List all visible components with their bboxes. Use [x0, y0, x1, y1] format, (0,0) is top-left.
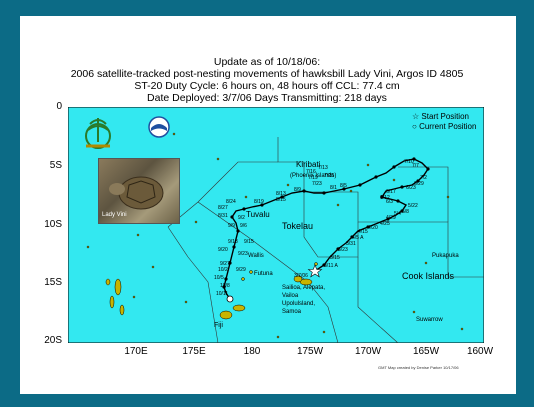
track-date-label: 4/25	[380, 221, 390, 227]
samoa-emblem-icon	[85, 118, 111, 149]
ocean-map: Kiribati (Phoenix Islands) Tokelau Tuval…	[68, 107, 484, 343]
map-credit: GMT Map created by Denise Parker 10/17/0…	[378, 365, 459, 370]
track-date-label: 9/27	[220, 261, 230, 267]
track-date-label: 7/23	[312, 181, 322, 187]
track-date-label: 6/29	[414, 181, 424, 187]
track-date-label: 7/19	[308, 175, 318, 181]
y-tick-5s: 5S	[49, 160, 62, 171]
start-position-marker	[307, 264, 323, 278]
x-tick-160w: 160W	[466, 346, 494, 357]
track-date-label: 7/10	[404, 159, 414, 165]
track-date-label: 9/23	[238, 251, 248, 257]
track-date-label: 6/3	[386, 199, 393, 205]
track-date-label: 5/8	[402, 209, 409, 215]
photo-caption: Lady Vini	[102, 212, 127, 218]
duty-cycle-info: ST-20 Duty Cycle: 6 hours on, 48 hours o…	[134, 80, 400, 92]
label-samoa-4: Samoa	[282, 309, 302, 315]
x-tick-165w: 165W	[412, 346, 440, 357]
track-date-label: 3/15	[330, 255, 340, 261]
x-tick-175e: 175E	[182, 346, 206, 357]
track-date-label: 7/2	[420, 175, 427, 181]
track-date-label: 6/17	[386, 189, 396, 195]
track-date-label: 7/16	[306, 169, 316, 175]
track-date-label: 9/29	[236, 267, 246, 273]
track-date-label: 3/31	[346, 241, 356, 247]
star-icon: ☆	[412, 112, 420, 121]
label-tuvalu: Tuvalu	[246, 210, 270, 219]
label-fiji: Fiji	[214, 322, 223, 329]
track-date-label: 4/15	[358, 229, 368, 235]
track-date-label: 8/31	[218, 213, 228, 219]
track-date-label: 5/4	[394, 211, 401, 217]
circle-icon: ○	[412, 122, 417, 131]
track-date-label: 9/20	[218, 247, 228, 253]
turtle-photo	[98, 158, 180, 224]
x-tick-175w: 175W	[296, 346, 324, 357]
current-position-marker	[226, 295, 234, 303]
track-date-label: 10/5	[214, 275, 224, 281]
label-tokelau: Tokelau	[282, 221, 313, 231]
x-tick-170e: 170E	[124, 346, 148, 357]
track-date-label: 8/24	[226, 199, 236, 205]
track-date-label: 4/20	[368, 225, 378, 231]
track-date-label: 6/23	[406, 185, 416, 191]
track-points	[222, 157, 430, 289]
track-date-label: 7/7	[412, 163, 419, 169]
track-date-label: 8/1	[330, 185, 337, 191]
eez-boundaries	[167, 137, 484, 343]
track-date-label: 8/19	[254, 199, 264, 205]
map-legend: ☆ Start Position ○ Current Position	[412, 112, 476, 132]
label-samoa-3: Upolulsland,	[282, 301, 315, 307]
label-futuna: Futuna	[254, 271, 273, 277]
track-date-label: 8/5	[340, 183, 347, 189]
update-date: Update as of 10/18/06:	[213, 56, 321, 68]
track-date-label: 6/12	[380, 195, 390, 201]
track-date-label: 7/28	[324, 173, 334, 179]
savaii-island	[293, 275, 303, 283]
track-date-label: 10/11	[216, 291, 228, 297]
track-date-label: 8/15	[276, 197, 286, 203]
track-date-label: 3/23	[338, 247, 348, 253]
label-samoa-2: Vailoa	[282, 293, 299, 299]
y-tick-20s: 20S	[44, 335, 62, 346]
x-tick-180: 180	[243, 346, 261, 357]
deployment-info: Date Deployed: 3/7/06 Days Transmitting:…	[147, 92, 387, 104]
track-date-label: 3/7/06	[294, 273, 308, 279]
label-wallis: Wallis	[248, 253, 264, 259]
track-date-label: 8/27	[218, 205, 228, 211]
track-date-label: 9/9	[228, 223, 235, 229]
track-date-label: 7/13	[318, 165, 328, 171]
track-date-label: 4/29	[386, 215, 396, 221]
track-date-label: 9/6	[240, 223, 247, 229]
islands	[86, 132, 464, 339]
label-samoa-1: Sailioa, Alepata,	[282, 285, 325, 291]
track-date-label: 3/11 A	[324, 263, 338, 269]
map-title: 2006 satellite-tracked post-nesting move…	[70, 68, 464, 80]
track-date-label: 4/5 A	[352, 235, 364, 241]
noaa-logo-icon	[148, 116, 170, 138]
track-date-label: 8/13	[276, 191, 286, 197]
fiji-viti-levu	[219, 310, 233, 320]
track-date-label: 5/22	[408, 203, 418, 209]
legend-start: ☆ Start Position	[412, 112, 469, 121]
y-tick-10s: 10S	[44, 219, 62, 230]
label-suwarrow: Suwarrow	[416, 317, 443, 323]
ocean-area	[68, 107, 484, 343]
label-pukapuka: Pukapuka	[432, 253, 459, 259]
x-tick-170w: 170W	[354, 346, 382, 357]
track-date-label: 9/2	[238, 215, 245, 221]
track-date-label: 10/8	[220, 283, 230, 289]
fiji-vanua-levu	[232, 304, 246, 312]
label-cook-islands: Cook Islands	[402, 271, 455, 281]
y-tick-0: 0	[56, 101, 62, 112]
legend-current: ○ Current Position	[412, 122, 477, 131]
track-date-label: 9/15	[244, 239, 254, 245]
track-date-label: 8/9	[294, 187, 301, 193]
label-kiribati: Kiribati	[296, 160, 321, 169]
track-date-label: 9/13	[228, 239, 238, 245]
track-date-labels: 3/7/063/11 A3/153/233/314/5 A4/154/204/2…	[214, 159, 427, 297]
y-tick-15s: 15S	[44, 277, 62, 288]
track-date-label: 10/2	[218, 267, 228, 273]
label-phoenix: (Phoenix Islands)	[290, 173, 336, 179]
